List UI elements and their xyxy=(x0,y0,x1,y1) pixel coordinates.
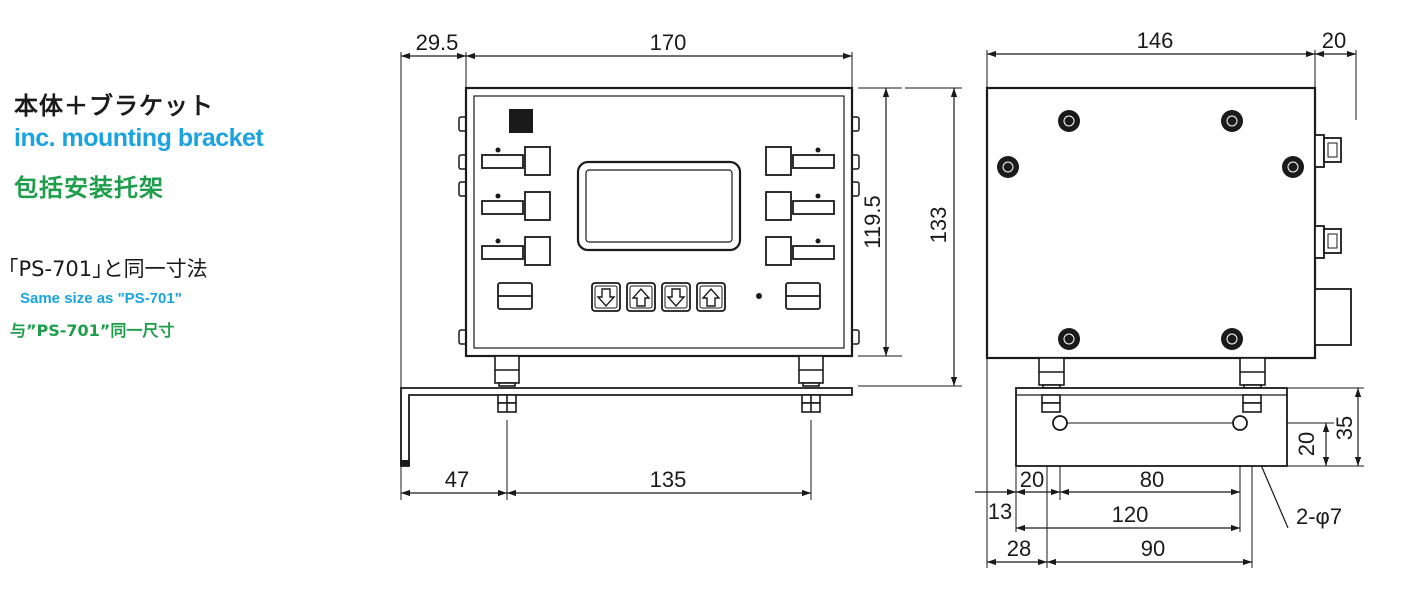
side-feet xyxy=(1038,357,1266,389)
front-nuts xyxy=(497,394,821,413)
status-dot xyxy=(756,293,762,299)
same-size-note-japanese: ｢PS-701｣と同一寸法 xyxy=(8,257,208,281)
right-switch-group xyxy=(765,146,835,266)
title-japanese: 本体＋ブラケット xyxy=(14,92,214,120)
dim-hole-pitch: 135 xyxy=(650,467,687,492)
side-connectors xyxy=(1314,134,1352,346)
front-view: 29.5 170 119.5 133 47 135 xyxy=(400,30,962,500)
side-nuts xyxy=(1041,394,1262,413)
bottom-connector-left xyxy=(497,282,533,310)
dim-height-20: 20 xyxy=(1294,432,1319,456)
dim-pitch-80: 80 xyxy=(1140,467,1164,492)
dim-depth: 146 xyxy=(1137,28,1174,53)
dim-span-120: 120 xyxy=(1112,502,1149,527)
bracket-tip xyxy=(400,460,410,466)
front-feet xyxy=(494,355,824,387)
down-arrow-key-2 xyxy=(661,282,691,312)
down-arrow-key-1 xyxy=(591,282,621,312)
power-indicator xyxy=(509,109,533,133)
side-view: 146 20 35 20 20 80 13 120 28 90 2-φ7 xyxy=(975,28,1364,568)
front-panel xyxy=(473,95,845,349)
dim-bracket-offset: 29.5 xyxy=(416,30,459,55)
bottom-connector-right xyxy=(785,282,821,310)
dim-pitch-90: 90 xyxy=(1141,536,1165,561)
dim-connector: 20 xyxy=(1322,28,1346,53)
side-screws xyxy=(997,110,1304,350)
mounting-bracket xyxy=(400,387,853,467)
up-arrow-key-2 xyxy=(696,282,726,312)
up-arrow-key-1 xyxy=(626,282,656,312)
dim-edge-13: 13 xyxy=(988,499,1012,524)
dim-width: 170 xyxy=(650,30,687,55)
same-size-note-chinese: 与”PS-701”同一尺寸 xyxy=(10,321,175,340)
left-switch-group xyxy=(481,146,551,266)
dim-total-height: 133 xyxy=(926,207,951,244)
dim-edge-28: 28 xyxy=(1007,536,1031,561)
dim-height-35: 35 xyxy=(1332,416,1357,440)
title-english: inc. mounting bracket xyxy=(14,124,264,152)
dim-edge-20: 20 xyxy=(1020,467,1044,492)
title-chinese: 包括安装托架 xyxy=(14,174,164,202)
side-body xyxy=(985,86,1317,360)
same-size-note-english: Same size as "PS-701" xyxy=(20,290,182,307)
dim-holes: 2-φ7 xyxy=(1296,504,1342,529)
dim-inner-height: 119.5 xyxy=(860,195,885,248)
dim-hole-offset: 47 xyxy=(445,467,469,492)
